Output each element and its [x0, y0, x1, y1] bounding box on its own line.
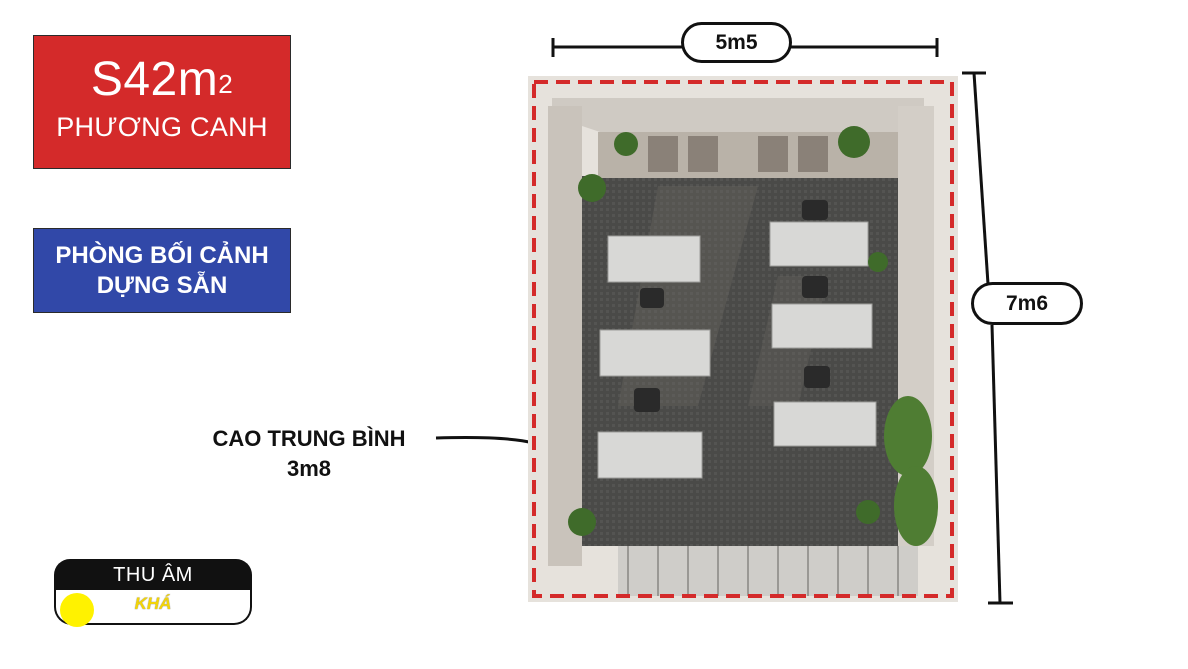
- width-dimension-pill: 5m5: [681, 22, 792, 63]
- ceiling-height-title: CAO TRUNG BÌNH: [212, 426, 406, 451]
- area-badge: S42m2 PHƯƠNG CANH: [33, 35, 291, 169]
- depth-line-top: [972, 72, 990, 285]
- ceiling-height-label: CAO TRUNG BÌNH 3m8: [184, 424, 434, 484]
- area-unit-superscript: 2: [218, 69, 234, 99]
- sound-badge-label: THU ÂM: [54, 559, 252, 590]
- area-value: S42m2: [34, 52, 290, 108]
- rating-dot-icon: [60, 593, 94, 627]
- area-number: S42m: [90, 53, 219, 106]
- room-badge: PHÒNG BỐI CẢNH DỰNG SẴN: [33, 228, 291, 313]
- area-subtitle: PHƯƠNG CANH: [56, 112, 268, 142]
- sound-badge-value: KHÁ: [134, 594, 172, 613]
- floor-plan-image: [528, 76, 958, 602]
- sound-badge-rating: KHÁ: [54, 590, 252, 627]
- sound-badge: THU ÂM KHÁ: [54, 559, 252, 627]
- room-badge-line1: PHÒNG BỐI CẢNH: [55, 242, 269, 269]
- depth-line-bottom: [990, 324, 1002, 604]
- ceiling-height-value: 3m8: [286, 456, 332, 481]
- depth-dimension-pill: 7m6: [971, 282, 1083, 325]
- room-badge-line2: DỰNG SẴN: [96, 272, 228, 299]
